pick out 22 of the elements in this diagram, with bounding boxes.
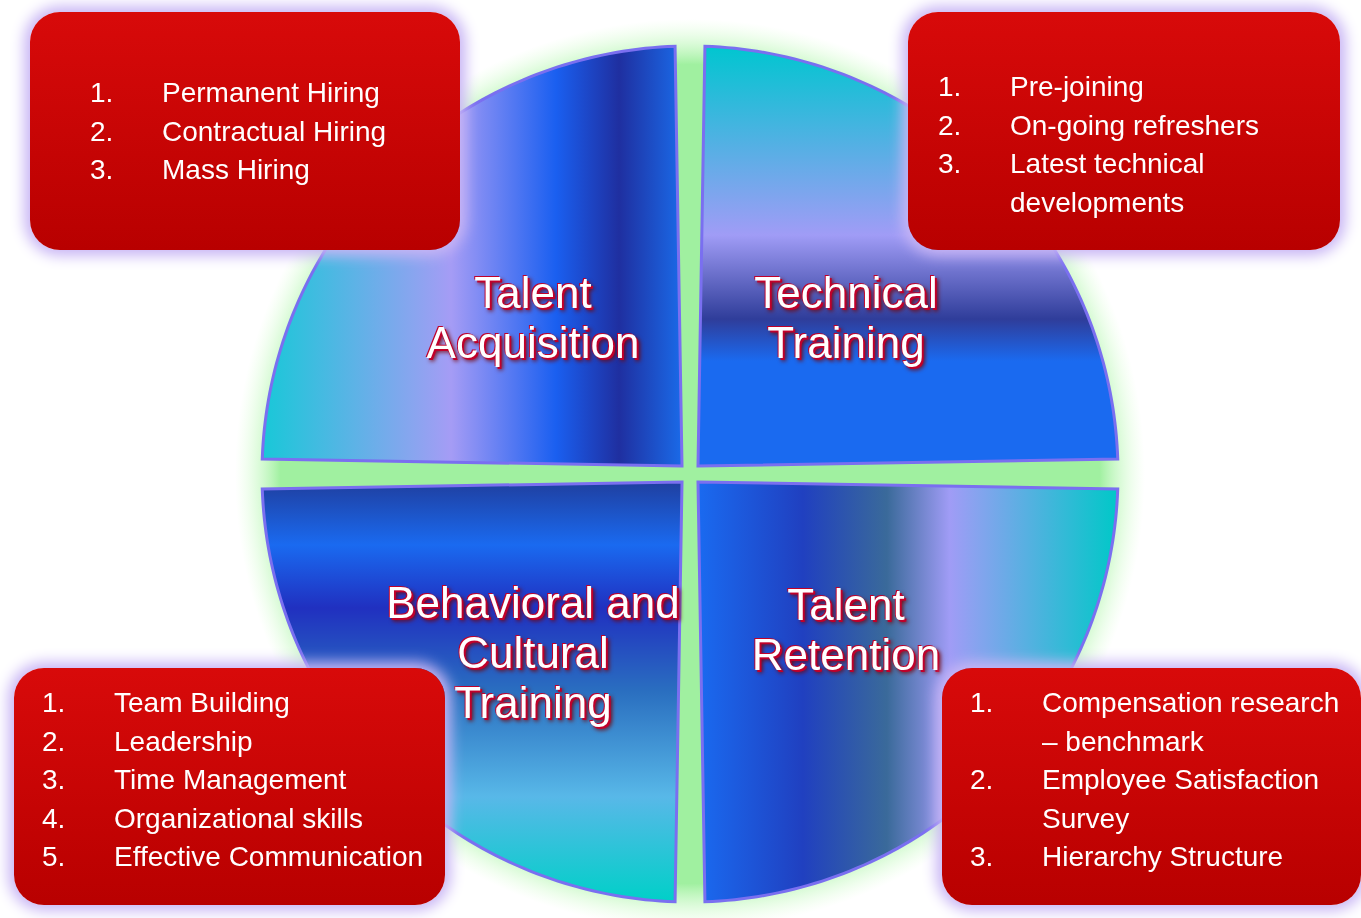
quadrant-label: Talent Acquisition <box>425 268 641 368</box>
list-item: 1. Compensation research – benchmark <box>970 686 1341 759</box>
list-item: 2. Contractual Hiring <box>90 114 388 149</box>
list-item: 4. Organizational skills <box>42 801 364 836</box>
quadrant-label: Talent Retention <box>750 580 942 680</box>
list-item: 3. Time Management <box>42 763 348 797</box>
quadrant-label: Technical Training <box>753 268 939 368</box>
list-item: 1. Permanent Hiring <box>90 76 381 110</box>
list-card <box>942 668 1361 905</box>
list-card <box>908 12 1340 250</box>
list-card <box>30 12 460 250</box>
list-item: 3. Latest technical developments <box>938 147 1206 220</box>
list-item: 5. Effective Communication <box>42 840 425 874</box>
list-item: 2. Leadership <box>42 724 254 759</box>
quadrant-label: Behavioral and Cultural Training <box>385 578 681 728</box>
list-item: 3. Mass Hiring <box>90 153 311 187</box>
list-item: 3. Hierarchy Structure <box>970 840 1285 874</box>
list-item: 1. Pre-joining <box>938 70 1145 104</box>
list-card <box>14 668 445 905</box>
list-item: 2. On-going refreshers <box>938 108 1260 143</box>
list-item: 1. Team Building <box>42 686 291 720</box>
list-item: 2. Employee Satisfaction Survey <box>970 763 1321 836</box>
